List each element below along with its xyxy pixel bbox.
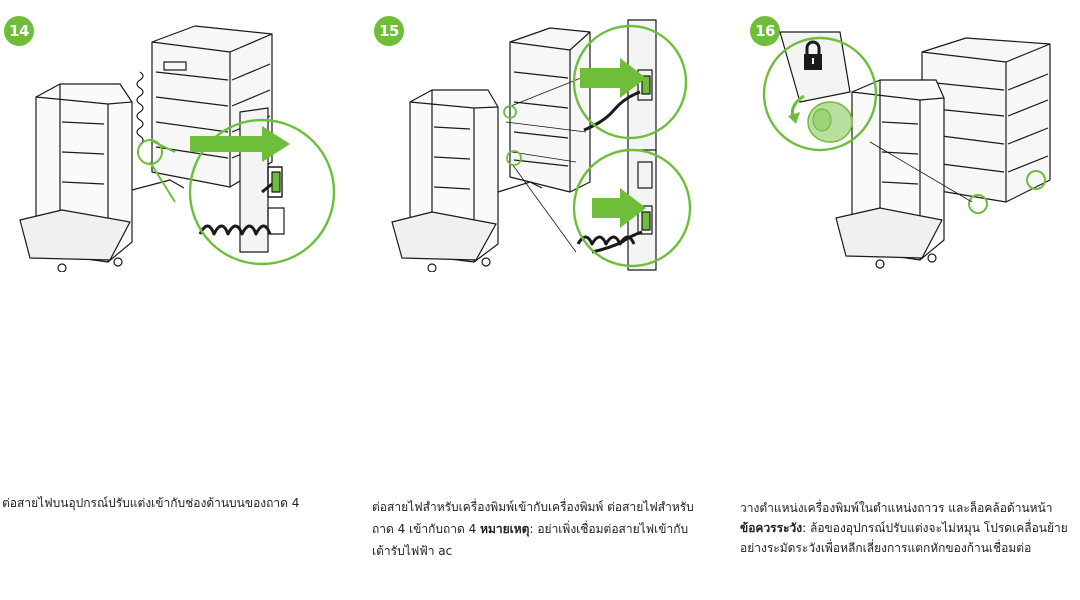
finisher-illustration (835, 79, 945, 269)
arrow-right-icon (580, 58, 646, 98)
step-14-illustration (19, 25, 336, 272)
lock-icon (804, 40, 822, 70)
printer-connector-detail (572, 19, 688, 153)
caution-block: ข้อควรระวัง: ล้อของอุปกรณ์ปรับแต่งจะไม่ห… (740, 518, 1080, 558)
step-15: 15 (370, 0, 710, 600)
printer-illustration (509, 27, 591, 193)
step-number-badge: 16 (750, 16, 780, 46)
finisher-illustration (391, 89, 543, 272)
finisher-illustration (19, 71, 185, 272)
arrow-right-icon (592, 188, 646, 228)
step-15-text: ต่อสายไฟสำหรับเครื่องพิมพ์เข้ากับเครื่อง… (372, 500, 694, 536)
step-15-caption: ต่อสายไฟสำหรับเครื่องพิมพ์เข้ากับเครื่อง… (372, 496, 704, 562)
connector-zoom-circle (137, 139, 163, 165)
step-number-badge: 14 (4, 16, 34, 46)
step-16-illustration (762, 31, 1051, 269)
caution-text: : ล้อของอุปกรณ์ปรับแต่งจะไม่หมุน โปรดเคล… (740, 521, 1068, 555)
step-14-caption: ต่อสายไฟบนอุปกรณ์ปรับแต่งเข้ากับช่องด้าน… (2, 496, 300, 510)
caution-label: ข้อควรระวัง (740, 521, 803, 535)
printer-illustration (921, 37, 1051, 203)
step-14: 14 (0, 0, 340, 600)
step-16-caption: วางตำแหน่งเครื่องพิมพ์ในตำแหน่งถาวร และล… (740, 498, 1080, 558)
step-number-badge: 15 (374, 16, 404, 46)
note-label: หมายเหตุ (480, 522, 530, 536)
step-15-illustration (391, 19, 692, 272)
step-16-text: วางตำแหน่งเครื่องพิมพ์ในตำแหน่งถาวร และล… (740, 501, 1053, 515)
note-text: : อย่าเพิ่งเชื่อมต่อสายไฟเข้ากับเต้ารับไ… (372, 522, 689, 558)
tray-connector-detail (572, 148, 692, 271)
arrow-right-icon (190, 126, 290, 162)
step-16: 16 (740, 0, 1080, 600)
